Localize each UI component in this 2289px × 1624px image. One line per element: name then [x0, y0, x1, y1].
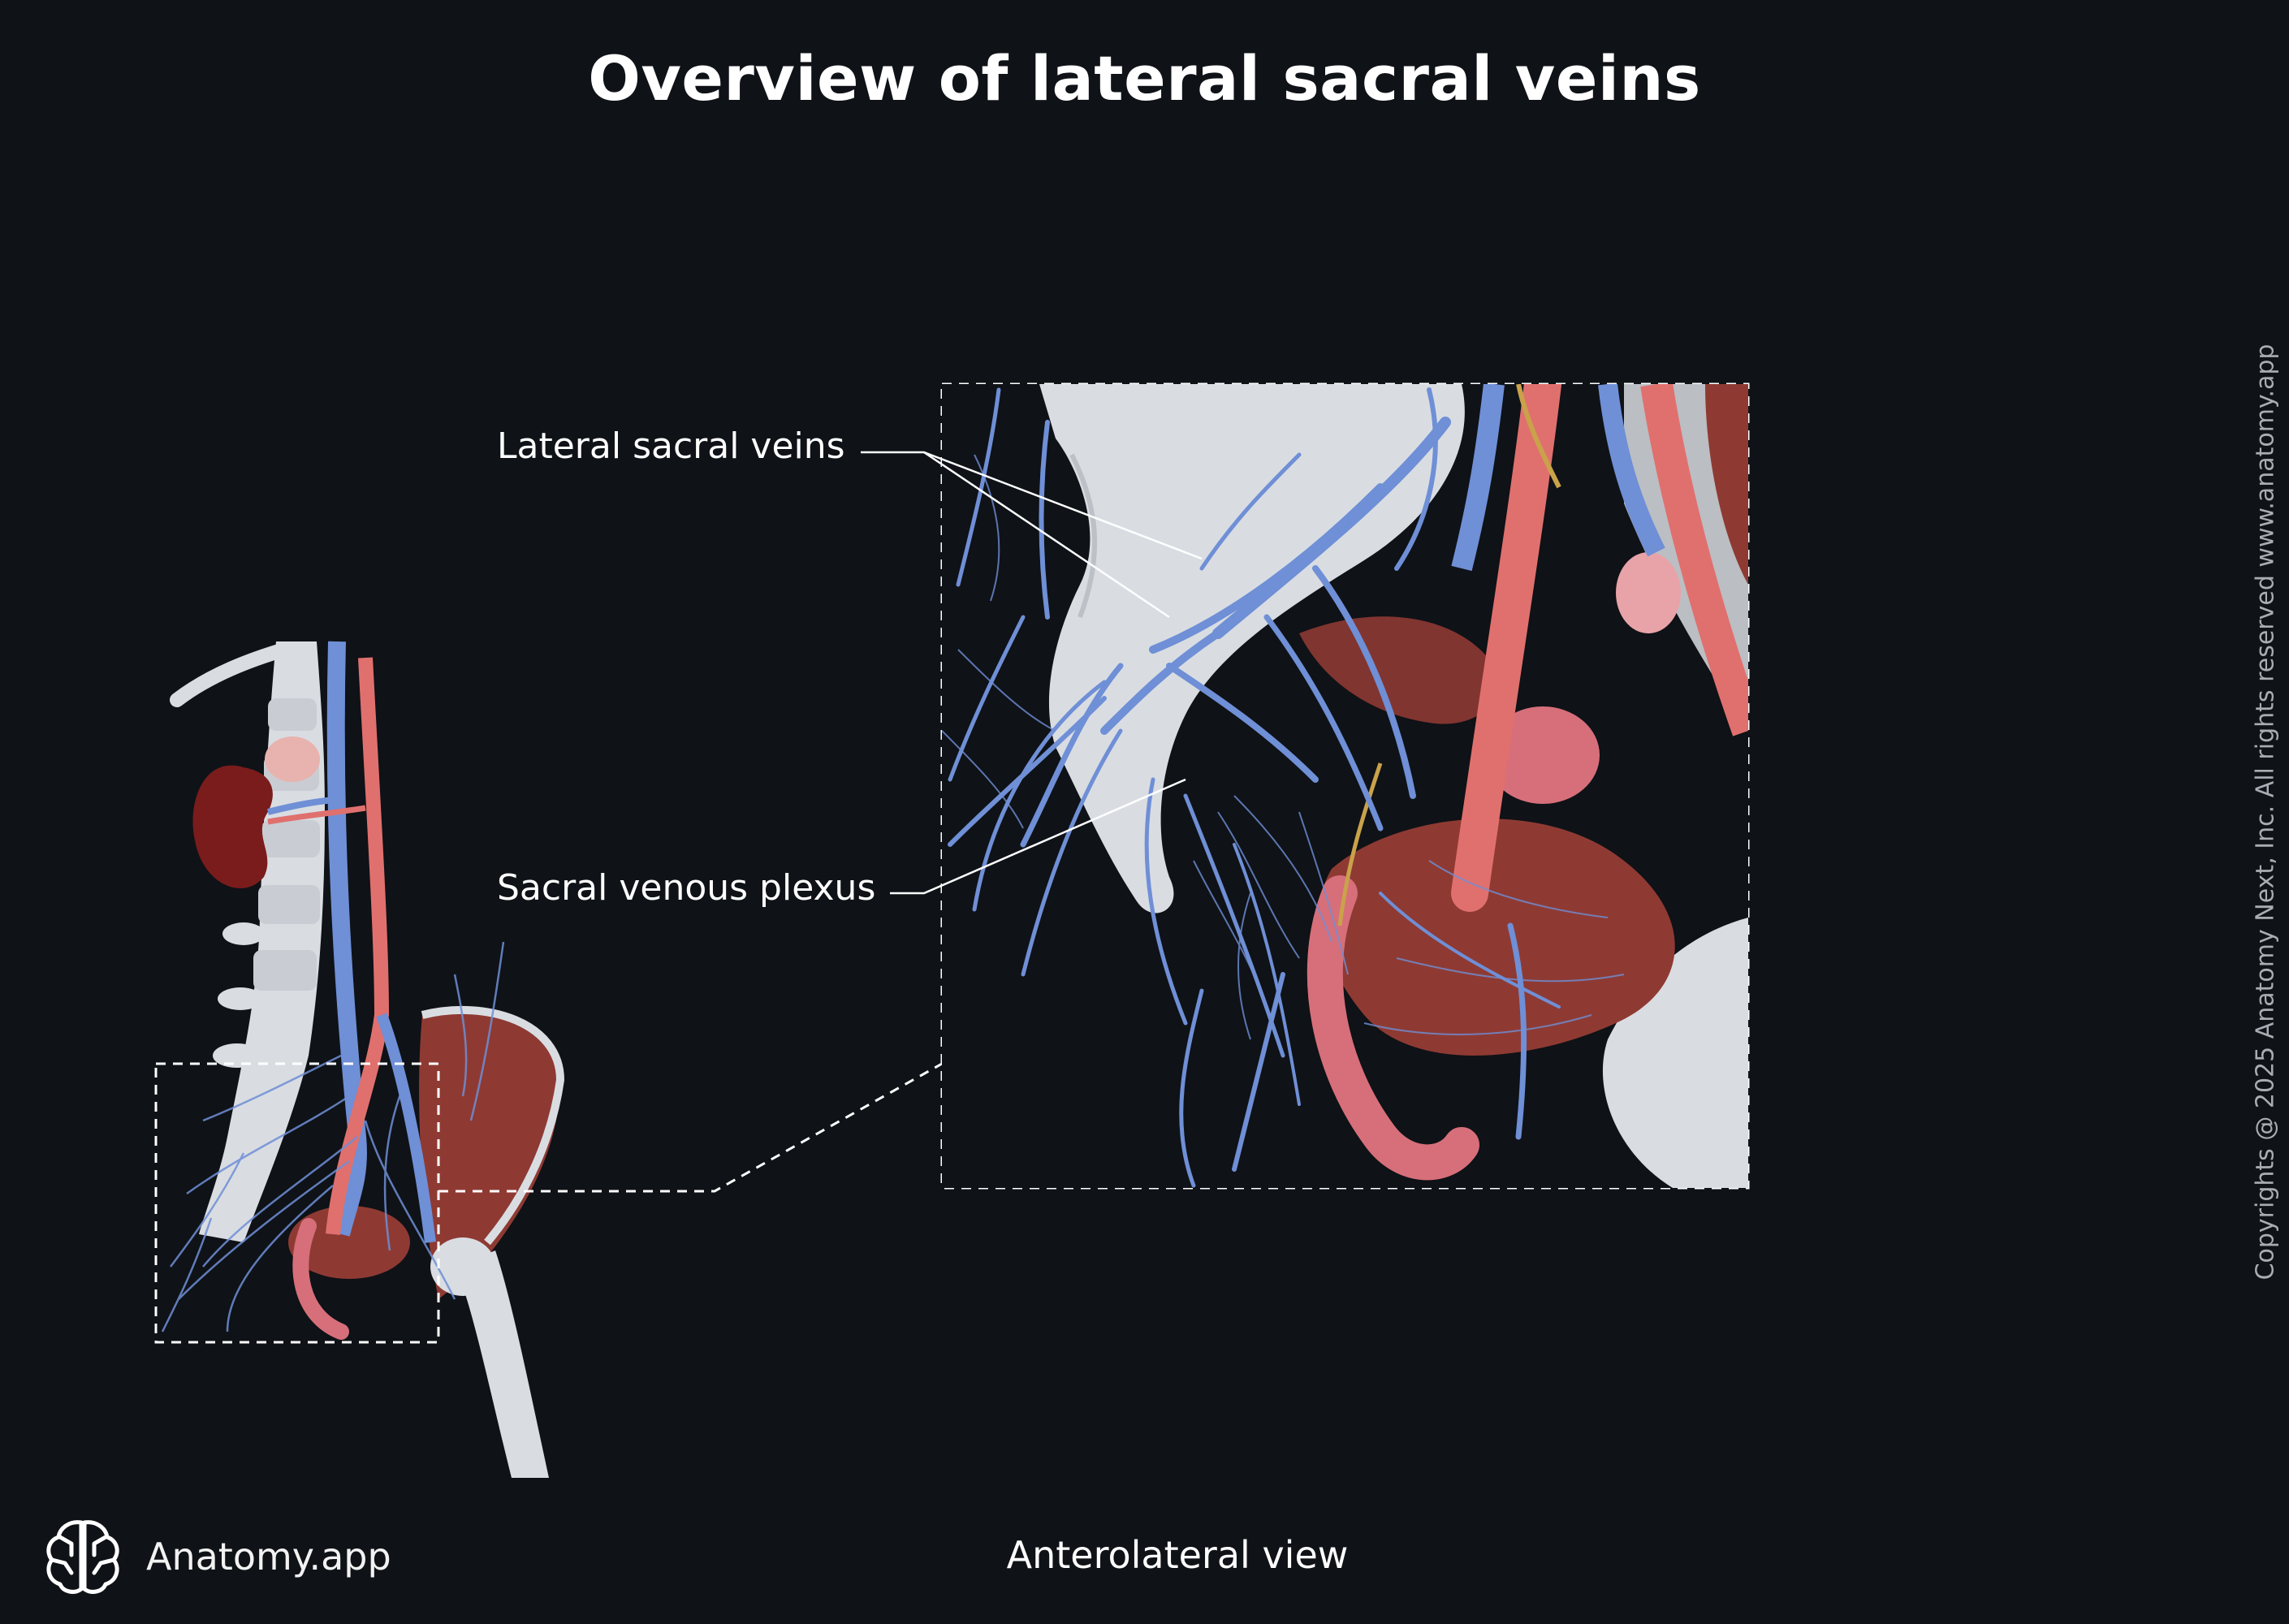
label-lateral-sacral-veins: Lateral sacral veins	[497, 425, 845, 467]
leader-lines	[861, 451, 1203, 895]
label-sacral-venous-plexus: Sacral venous plexus	[497, 867, 876, 909]
page-title: Overview of lateral sacral veins	[588, 42, 1701, 114]
overview-figure	[161, 641, 565, 1478]
brain-logo-icon	[46, 1520, 119, 1594]
copyright-notice: Copyrights @ 2025 Anatomy Next, Inc. All…	[2251, 343, 2280, 1281]
brand: Anatomy.app	[41, 1512, 391, 1601]
zoom-detail	[942, 384, 1748, 1188]
view-caption: Anterolateral view	[1006, 1533, 1349, 1577]
brand-name: Anatomy.app	[146, 1535, 391, 1579]
